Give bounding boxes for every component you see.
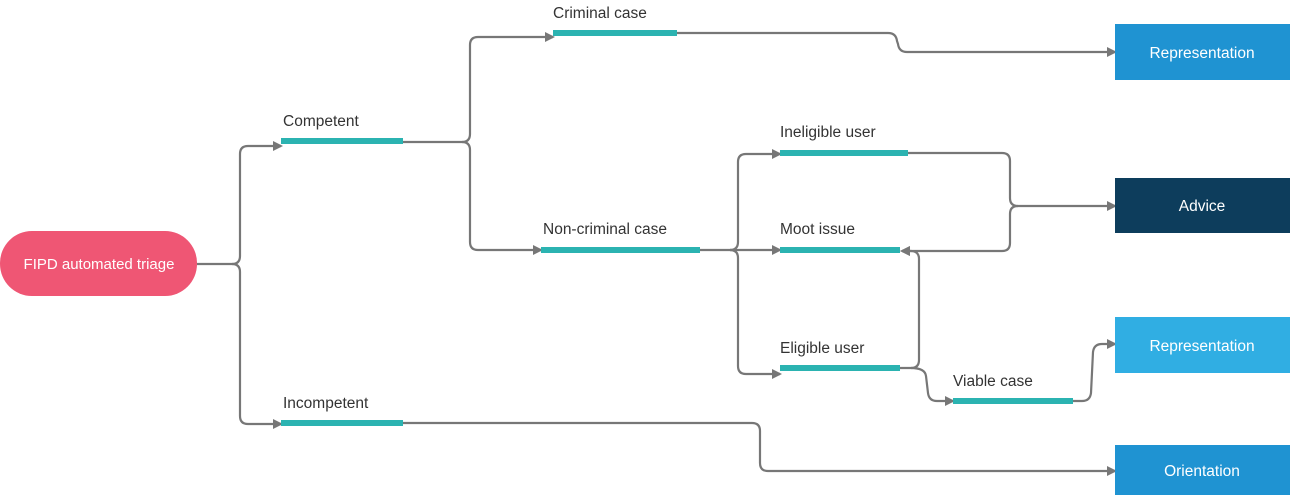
connector-eligible-to-moot [900,246,921,370]
connectors [197,31,1117,476]
connector-eligible-to-viable [910,366,955,406]
connector-competent-to-criminal [403,32,555,144]
branch-incompetent: Incompetent [281,395,403,426]
connector-start-to-incompetent [231,262,283,429]
connector-criminal-to-representation [677,31,1117,57]
branch-eligible-user: Eligible user [780,340,900,371]
outcome-advice[interactable]: Advice [1115,178,1290,233]
outcome-advice-label: Advice [1179,198,1226,215]
connector-viable-to-representation [1073,339,1117,403]
branch-non-criminal-case: Non-criminal case [541,221,700,253]
connector-ineligible-to-advice [908,151,1117,211]
branch-ineligible-user: Ineligible user [780,124,908,156]
outcome-representation-criminal-label: Representation [1149,45,1254,62]
branch-incompetent-label: Incompetent [283,395,369,412]
connector-advice-to-moot [900,204,1019,256]
branch-criminal-case: Criminal case [553,5,677,36]
start-node-label: FIPD automated triage [24,256,175,273]
outcome-representation-viable[interactable]: Representation [1115,317,1290,373]
outcome-representation-criminal[interactable]: Representation [1115,24,1290,80]
outcome-orientation-label: Orientation [1164,463,1240,480]
branch-eligible-user-label: Eligible user [780,340,864,357]
connector-noncriminal-to-eligible [729,248,782,379]
connector-competent-to-noncriminal [461,140,543,255]
branch-moot-issue-label: Moot issue [780,221,855,238]
branch-competent: Competent [281,113,403,144]
connector-noncriminal-to-ineligible [700,149,782,252]
connector-start-to-competent [197,141,283,266]
branch-moot-issue: Moot issue [780,221,900,253]
branch-criminal-case-label: Criminal case [553,5,647,22]
start-node[interactable]: FIPD automated triage [0,231,197,296]
branch-viable-case-label: Viable case [953,373,1033,390]
branch-competent-label: Competent [283,113,360,130]
branch-viable-case: Viable case [953,373,1073,404]
connector-incompetent-to-orientation [403,421,1117,476]
branch-non-criminal-case-label: Non-criminal case [543,221,667,238]
branch-ineligible-user-label: Ineligible user [780,124,876,141]
outcome-representation-viable-label: Representation [1149,338,1254,355]
outcome-orientation[interactable]: Orientation [1115,445,1290,495]
